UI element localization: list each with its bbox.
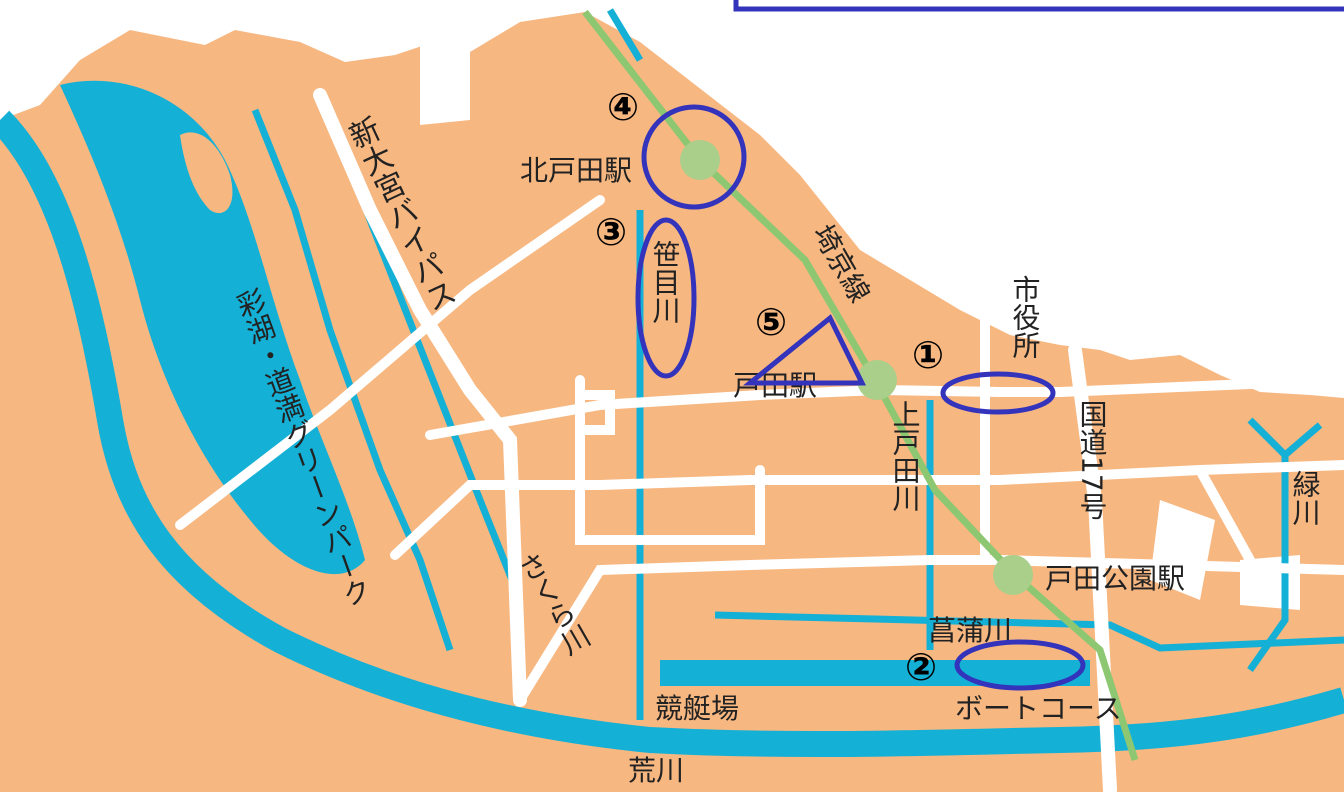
marker-3-label: ③ xyxy=(595,210,627,254)
todakoen-station-marker xyxy=(993,555,1033,595)
todakoen-station-label: 戸田公園駅 xyxy=(1045,562,1185,595)
boat-course-label: ボートコース xyxy=(955,692,1122,725)
saikyo-line xyxy=(582,9,1139,762)
map-notch xyxy=(420,30,470,125)
marker-1-label: ① xyxy=(912,333,944,377)
annotation-markers xyxy=(635,104,1086,691)
kami-toda-river-label: 上戸田川 xyxy=(889,400,922,512)
arakawa-river xyxy=(0,110,1344,758)
kitatoda-station-marker xyxy=(680,140,720,180)
marker-5-label: ⑤ xyxy=(755,300,787,344)
lake-saiko xyxy=(60,80,365,575)
marker-5-shape xyxy=(742,314,867,386)
kokudo17-label: 国道17号 xyxy=(1076,400,1109,520)
midori-river-label: 緑川 xyxy=(1289,470,1322,526)
boat-course-water xyxy=(660,660,1090,686)
arakawa-label: 荒川 xyxy=(628,754,684,787)
lake-island xyxy=(180,132,233,214)
city-hall-label: 市役所 xyxy=(1009,275,1042,359)
marker-1-shape xyxy=(940,371,1056,415)
marker-4-shape xyxy=(641,104,747,210)
sasame-river-label: 笹目川 xyxy=(649,240,682,324)
marker-2-shape xyxy=(954,639,1086,691)
legend-box-edge xyxy=(733,0,1344,12)
map-notch xyxy=(1150,500,1215,600)
kyoteijo-label: 競艇場 xyxy=(655,692,739,725)
marker-3-shape xyxy=(635,217,697,379)
kitatoda-station-label: 北戸田駅 xyxy=(520,154,632,187)
toda-station-marker xyxy=(857,360,897,400)
road-network xyxy=(175,88,1344,792)
marker-2-label: ② xyxy=(905,645,937,689)
marker-4-label: ④ xyxy=(607,85,639,129)
